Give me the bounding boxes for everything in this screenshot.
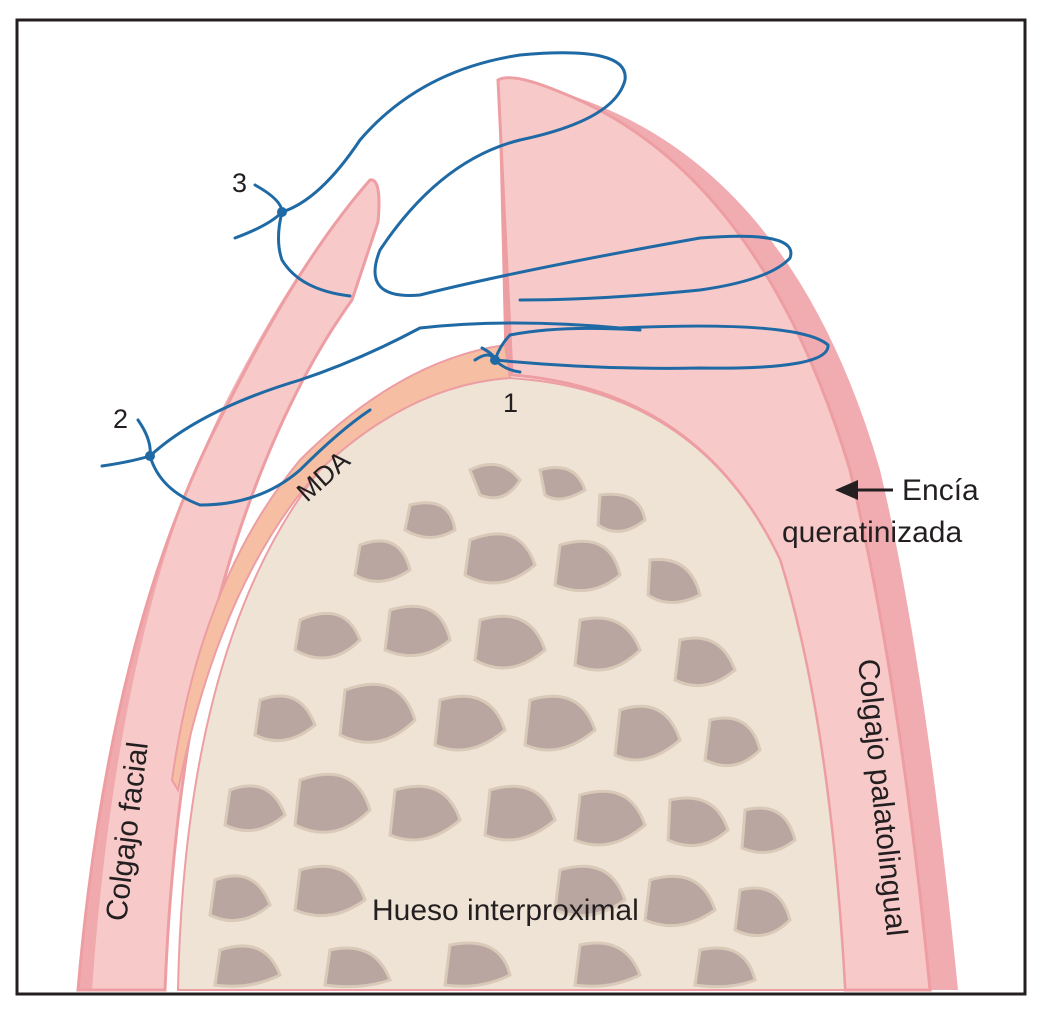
bone-marrow-spaces [208, 462, 797, 989]
suture-2-thread [100, 321, 830, 468]
label-number-1: 1 [503, 388, 518, 418]
encia-queratinizada-band [560, 92, 958, 990]
suture-1-loop [480, 326, 642, 361]
suture-3-thread [233, 51, 793, 302]
suture-3-loop [253, 183, 352, 298]
suture-knot-1 [490, 355, 500, 365]
suture-knot-3 [277, 207, 287, 217]
encia-arrow [835, 480, 893, 500]
suture-knot-2 [145, 451, 155, 461]
label-hueso-interproximal: Hueso interproximal [372, 894, 639, 927]
label-encia-line1: Encía [902, 474, 979, 507]
flap-junction-line [497, 79, 513, 376]
label-encia-line2: queratinizada [782, 516, 962, 549]
sutures [100, 51, 830, 507]
label-number-3: 3 [232, 168, 247, 198]
suture-2-loop [136, 408, 372, 507]
label-number-2: 2 [113, 404, 128, 434]
